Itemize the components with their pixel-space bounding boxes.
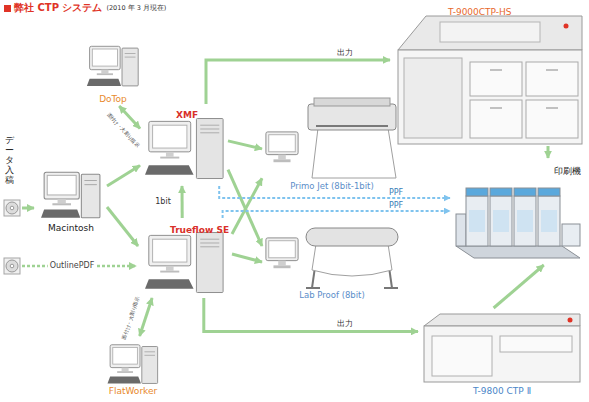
flow-connector [232,254,262,262]
edge-label: 出力 [337,320,353,328]
flow-connector [232,178,262,234]
label-wrap: T-9000CTP-HS [448,1,512,19]
monitor-icon [266,132,298,162]
input-note: データ入稿 [5,136,14,185]
disc-icon [4,258,20,274]
flow-connector [107,207,138,246]
flow-connector [494,265,544,308]
label-wrap: Trueflow SE [170,219,229,237]
ctp-device: T-9800 CTP Ⅱ [418,308,586,398]
input-arrow [22,207,34,210]
workstation-label: DoTop [99,94,127,104]
workstation-label: Macintosh [48,223,94,233]
label-wrap: XMF [176,104,198,122]
flow-connector [140,298,153,336]
ctp-device: T-9000CTP-HS [390,0,586,146]
flow-connector [204,298,418,331]
plotter-illustration [306,228,398,288]
label-wrap: Lab Proof (8bit) [262,284,402,302]
label-wrap: FlatWorker [100,380,166,398]
label-wrap: Macintosh [35,217,107,235]
label-wrap: Primo Jet (8bit-1bit) [262,175,402,193]
rip-server-label: Trueflow SE [170,225,229,235]
flow-connector [206,60,390,104]
diagram-title: 弊社 CTP システム [14,3,102,13]
computer-icon [41,172,100,217]
format-label: OutlinePDF [48,261,97,271]
flow-connector [228,141,262,149]
flow-connector [107,166,140,187]
press-illustration [456,188,580,258]
printing-press-label: 印刷機 [554,166,581,176]
edge-label: 面付け・大割り指示 [106,112,140,148]
server-icon [145,119,223,179]
edge-label: PPF [389,202,403,210]
printer-illustration [308,98,396,178]
edge-label: 面付け・大割り指示 [122,296,141,340]
monitor-icon [266,238,298,268]
workstation: FlatWorker [100,336,166,398]
rip-server: XMF [140,104,228,186]
date-note: (2010 年 3 月現在) [106,5,166,12]
rip-server-label: XMF [176,110,198,120]
label-wrap: T-9800 CTP Ⅱ [418,380,586,398]
proof-printer: Primo Jet (8bit-1bit) [262,95,402,193]
ctp-device-label: T-9000CTP-HS [448,7,512,17]
label-wrap: DoTop [82,88,144,106]
title-square [4,5,11,12]
edge-label: PPF [389,189,403,197]
proof-printer: Lab Proof (8bit) [262,222,402,302]
label-wrap: 印刷機 [554,160,581,178]
proof-printer-label: Primo Jet (8bit-1bit) [290,181,373,191]
ctp-machine-illustration [424,314,580,382]
workstation: DoTop [82,40,144,106]
flow-connector [228,170,262,246]
computer-icon [107,345,157,384]
workstation: Macintosh [35,165,107,235]
flow-connector [547,146,550,158]
edge-label: 出力 [337,49,353,57]
workstation-label: FlatWorker [109,386,157,396]
rip-server: Trueflow SE [138,218,232,298]
server-icon [145,233,223,293]
edge-label: 1bit [155,198,171,206]
printing-press: 印刷機 [450,158,584,265]
computer-icon [87,46,138,86]
flow-connector [181,186,184,218]
ctp-machine-illustration [398,16,582,144]
proof-printer-label: Lab Proof (8bit) [299,290,365,300]
ctp-device-label: T-9800 CTP Ⅱ [473,386,531,396]
data-link-connector [223,211,450,218]
disc-icon [4,200,20,216]
